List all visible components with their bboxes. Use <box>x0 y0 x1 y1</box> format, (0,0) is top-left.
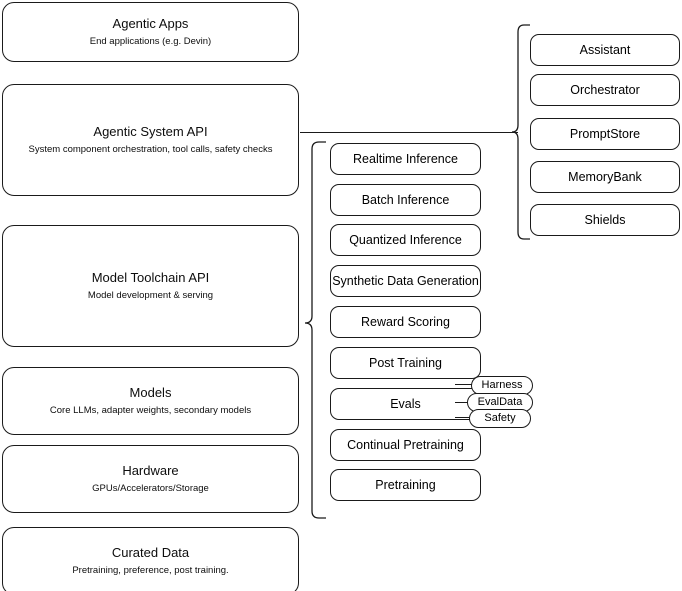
layer-subtitle: System component orchestration, tool cal… <box>28 144 273 155</box>
capability-synthetic-data-generation[interactable]: Synthetic Data Generation <box>330 265 481 297</box>
component-label: Assistant <box>579 42 631 57</box>
capability-label: Synthetic Data Generation <box>332 273 479 288</box>
component-label: Orchestrator <box>570 82 640 97</box>
layer-models[interactable]: Models Core LLMs, adapter weights, secon… <box>2 367 299 435</box>
evals-subcomponent-label: Safety <box>484 412 516 424</box>
component-label: Shields <box>584 212 626 227</box>
layer-title: Curated Data <box>111 545 190 560</box>
layer-agentic-system-api[interactable]: Agentic System API System component orch… <box>2 84 299 196</box>
capability-reward-scoring[interactable]: Reward Scoring <box>330 306 481 338</box>
evals-safety-connector <box>455 417 475 419</box>
capability-label: Pretraining <box>375 477 436 492</box>
capability-label: Continual Pretraining <box>347 437 464 452</box>
component-memorybank[interactable]: MemoryBank <box>530 161 680 193</box>
agentic-system-brace <box>511 24 530 240</box>
layer-model-toolchain-api[interactable]: Model Toolchain API Model development & … <box>2 225 299 347</box>
layer-subtitle: Pretraining, preference, post training. <box>72 565 229 576</box>
capability-realtime-inference[interactable]: Realtime Inference <box>330 143 481 175</box>
capability-label: Quantized Inference <box>349 232 462 247</box>
component-shields[interactable]: Shields <box>530 204 680 236</box>
layer-title: Agentic Apps <box>112 16 189 31</box>
capability-pretraining[interactable]: Pretraining <box>330 469 481 501</box>
layer-agentic-apps[interactable]: Agentic Apps End applications (e.g. Devi… <box>2 2 299 62</box>
layer-hardware[interactable]: Hardware GPUs/Accelerators/Storage <box>2 445 299 513</box>
model-toolchain-brace <box>304 141 326 519</box>
layer-title: Agentic System API <box>93 124 208 139</box>
component-label: PromptStore <box>569 126 641 141</box>
layer-subtitle: Model development & serving <box>87 290 214 301</box>
layer-subtitle: GPUs/Accelerators/Storage <box>92 483 209 494</box>
evals-subcomponent-label: Harness <box>481 379 523 391</box>
evals-subcomponent-safety[interactable]: Safety <box>469 409 531 428</box>
capability-batch-inference[interactable]: Batch Inference <box>330 184 481 216</box>
capability-label: Reward Scoring <box>361 314 450 329</box>
layer-subtitle: End applications (e.g. Devin) <box>89 36 212 47</box>
component-orchestrator[interactable]: Orchestrator <box>530 74 680 106</box>
evals-subcomponent-label: EvalData <box>477 396 523 408</box>
component-promptstore[interactable]: PromptStore <box>530 118 680 150</box>
component-assistant[interactable]: Assistant <box>530 34 680 66</box>
component-label: MemoryBank <box>568 169 642 184</box>
evals-evaldata-connector <box>455 402 473 404</box>
capability-label: Post Training <box>369 355 442 370</box>
layer-title: Hardware <box>122 463 179 478</box>
layer-title: Models <box>129 385 172 400</box>
capability-label: Evals <box>390 396 421 411</box>
evals-subcomponent-evaldata[interactable]: EvalData <box>467 393 533 412</box>
layer-title: Model Toolchain API <box>91 270 210 285</box>
capability-evals[interactable]: Evals <box>330 388 481 420</box>
capability-quantized-inference[interactable]: Quantized Inference <box>330 224 481 256</box>
capability-continual-pretraining[interactable]: Continual Pretraining <box>330 429 481 461</box>
layer-curated-data[interactable]: Curated Data Pretraining, preference, po… <box>2 527 299 591</box>
capability-label: Batch Inference <box>361 192 450 207</box>
layer-subtitle: Core LLMs, adapter weights, secondary mo… <box>49 405 252 416</box>
capability-label: Realtime Inference <box>353 151 458 166</box>
capability-post-training[interactable]: Post Training <box>330 347 481 379</box>
evals-harness-connector <box>455 384 477 386</box>
agentic-system-connector-line <box>300 131 518 133</box>
